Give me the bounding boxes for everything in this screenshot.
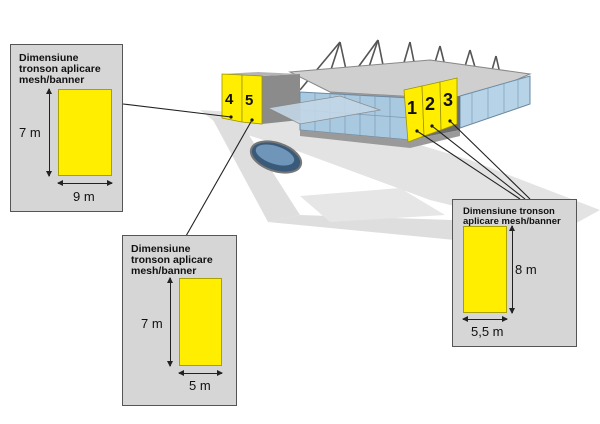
height-label: 8 m bbox=[515, 262, 537, 277]
height-dimension-arrow bbox=[167, 277, 173, 367]
width-label: 9 m bbox=[73, 189, 95, 204]
reflecting-pool-surface bbox=[255, 144, 295, 166]
section-number: 2 bbox=[425, 94, 435, 114]
callout-lines bbox=[122, 103, 531, 237]
width-dimension-arrow bbox=[178, 370, 223, 376]
section-number: 5 bbox=[245, 92, 253, 109]
section-number: 4 bbox=[225, 91, 234, 108]
banner-size-rectangle bbox=[179, 278, 222, 366]
height-label: 7 m bbox=[19, 125, 41, 140]
dimension-panel-left: Dimensiune tronson aplicare mesh/banner … bbox=[10, 44, 123, 212]
entrance-canopy bbox=[266, 95, 382, 125]
banner-size-rectangle bbox=[58, 89, 112, 176]
dimension-panel-middle: Dimensiune tronson aplicare mesh/banner … bbox=[122, 235, 237, 406]
panel-title: Dimensiune tronson aplicare mesh/banner bbox=[19, 52, 101, 86]
height-label: 7 m bbox=[141, 316, 163, 331]
panel-title: Dimensiune tronson aplicare mesh/banner bbox=[463, 206, 561, 227]
dimension-panel-right: Dimensiune tronson aplicare mesh/banner … bbox=[452, 199, 577, 347]
ground-walkway bbox=[300, 188, 445, 222]
section-number: 3 bbox=[443, 90, 453, 110]
building-left-roof bbox=[222, 72, 300, 76]
banner-size-rectangle bbox=[463, 226, 507, 313]
width-label: 5,5 m bbox=[471, 324, 504, 339]
section-number: 1 bbox=[407, 98, 417, 118]
banner-section-5 bbox=[241, 74, 263, 125]
height-dimension-arrow bbox=[46, 88, 52, 177]
ground-walkway bbox=[212, 118, 300, 222]
panel-title: Dimensiune tronson aplicare mesh/banner bbox=[131, 243, 213, 277]
height-dimension-arrow bbox=[509, 225, 515, 314]
ground-walkway bbox=[268, 215, 455, 240]
width-dimension-arrow bbox=[462, 316, 508, 322]
banner-section-3 bbox=[439, 77, 458, 131]
width-label: 5 m bbox=[189, 378, 211, 393]
width-dimension-arrow bbox=[57, 180, 113, 186]
building-base bbox=[300, 130, 460, 148]
